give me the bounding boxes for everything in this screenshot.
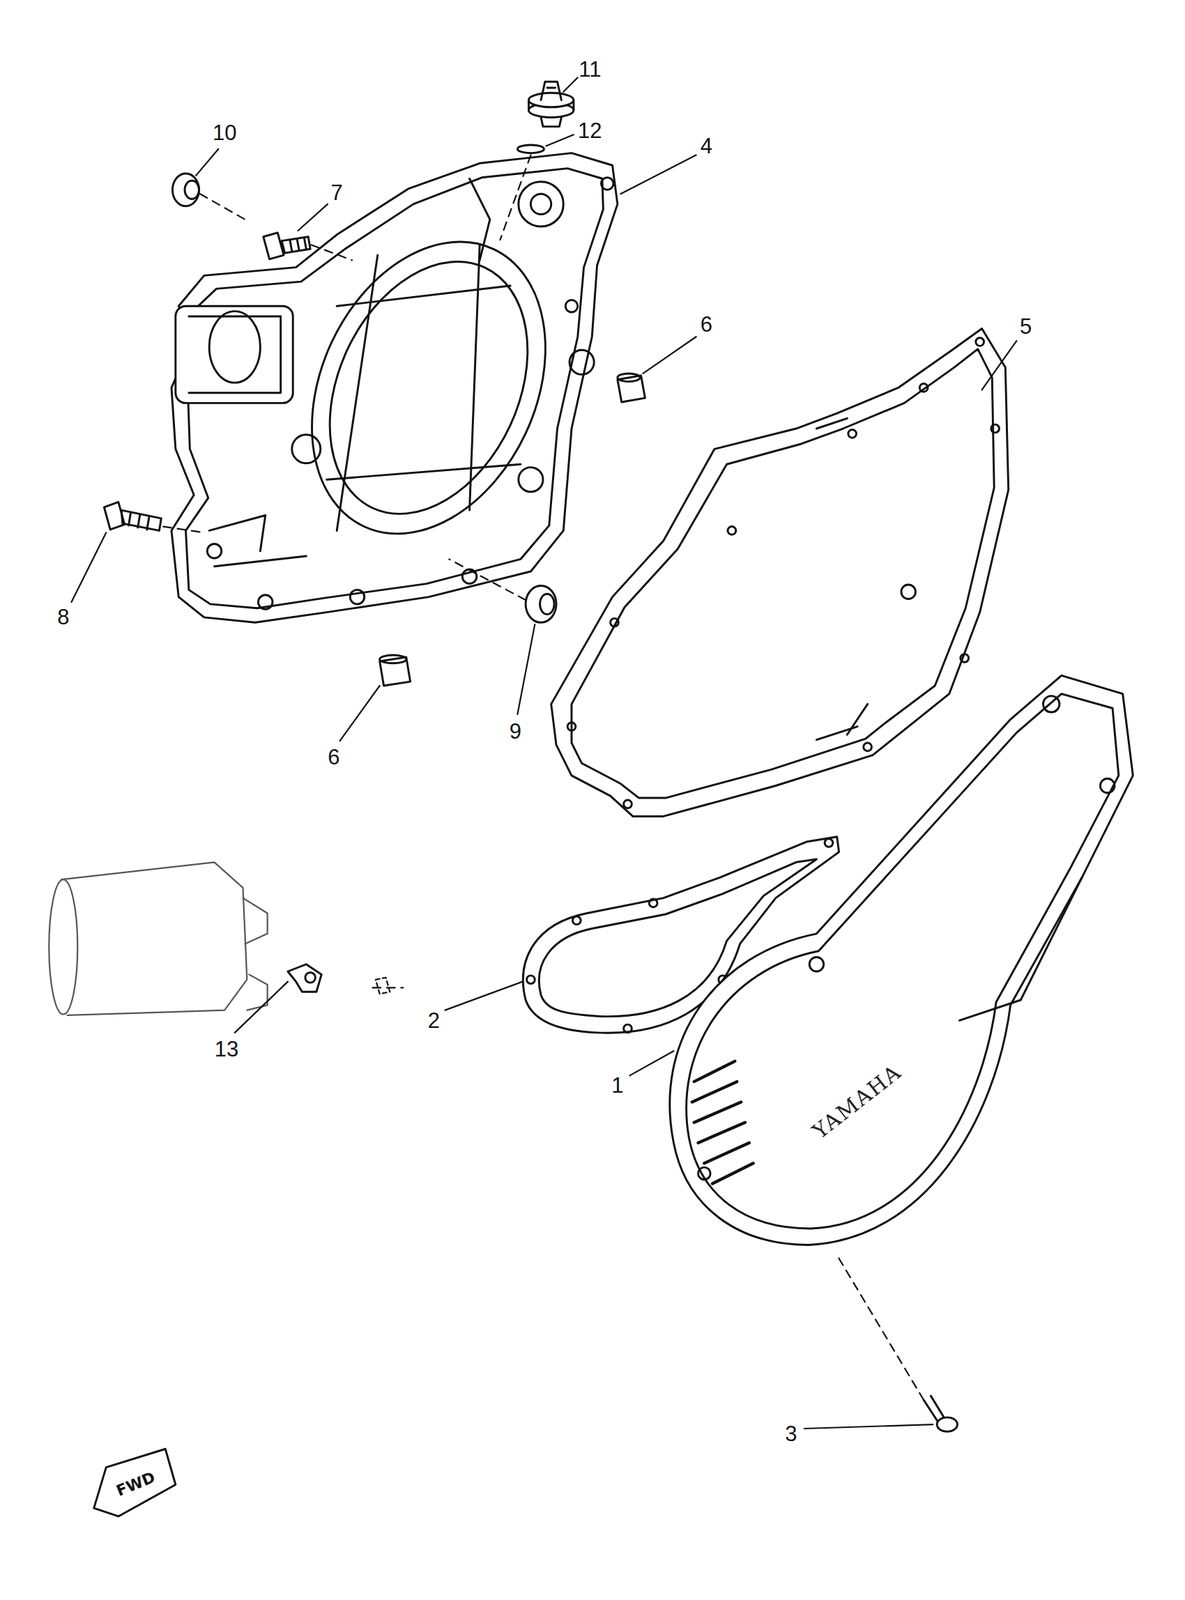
callout-number: 7 [331, 181, 343, 204]
callout-number: 12 [577, 119, 602, 142]
screw [923, 1396, 958, 1432]
callout-number: 6 [700, 313, 713, 336]
callout-number: 8 [57, 606, 70, 629]
oil-seal [525, 586, 557, 624]
collar [617, 373, 646, 403]
leader-line [71, 77, 1017, 1429]
bolt [263, 232, 311, 260]
callout-number: 5 [1019, 315, 1032, 338]
side-cover [669, 675, 1134, 1245]
oil-seal [172, 173, 199, 207]
starter-motor [48, 862, 267, 1016]
o-ring [517, 144, 544, 154]
collar [379, 655, 411, 686]
callout-number: 3 [784, 1423, 797, 1446]
callout-number: 11 [578, 58, 601, 81]
forward-arrow [94, 1449, 176, 1517]
callout-number: 4 [700, 135, 713, 157]
starter-clamp [287, 964, 390, 995]
callout-number: 13 [214, 1038, 239, 1061]
bolt [103, 501, 162, 531]
callout-number: 9 [509, 720, 522, 743]
callout-number: 2 [427, 1010, 440, 1032]
gasket [551, 329, 1009, 817]
callout-number: 10 [212, 121, 237, 144]
crankcase-cover [171, 153, 618, 624]
callout-number: 6 [327, 746, 340, 769]
callout-number: 1 [611, 1074, 624, 1097]
